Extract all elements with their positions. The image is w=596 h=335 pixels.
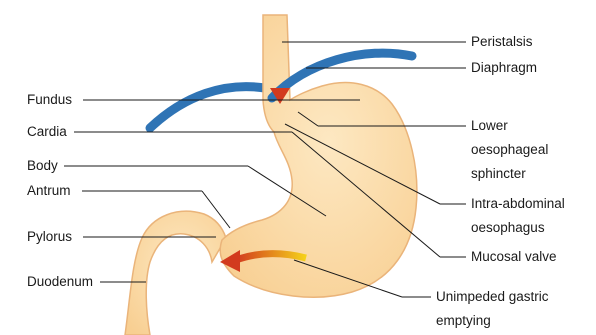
label-body: Body (27, 158, 58, 173)
label-pylorus: Pylorus (27, 229, 72, 244)
label-unimpeded-2: emptying (436, 313, 491, 328)
label-fundus: Fundus (27, 92, 72, 107)
label-diaphragm: Diaphragm (471, 60, 537, 75)
label-peristalsis: Peristalsis (471, 34, 533, 49)
label-duodenum: Duodenum (27, 274, 93, 289)
label-intra-abdominal-1: Intra-abdominal (471, 196, 565, 211)
label-lower-sphincter-3: sphincter (471, 166, 526, 181)
diaphragm-left (150, 87, 265, 128)
label-unimpeded-1: Unimpeded gastric (436, 289, 549, 304)
duodenum (125, 211, 226, 335)
label-antrum: Antrum (27, 183, 71, 198)
label-lower-sphincter-1: Lower (471, 118, 508, 133)
label-cardia: Cardia (27, 124, 67, 139)
label-intra-abdominal-2: oesophagus (471, 220, 545, 235)
label-lower-sphincter-2: oesophageal (471, 142, 548, 157)
label-mucosal-valve: Mucosal valve (471, 249, 557, 264)
